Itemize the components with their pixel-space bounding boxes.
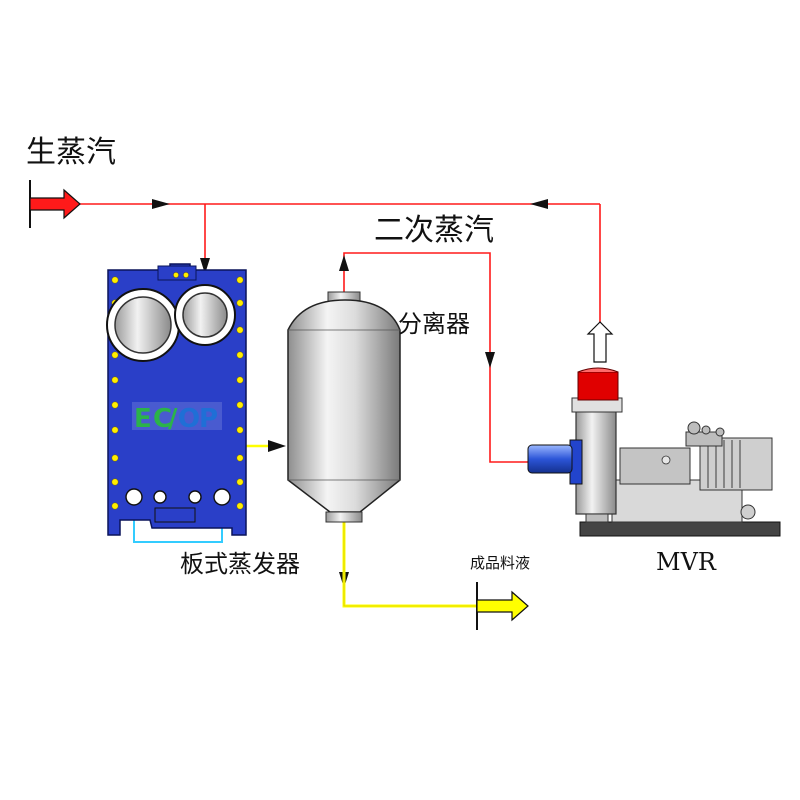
svg-text:O: O xyxy=(178,404,200,434)
plate-evaporator-label: 板式蒸发器 xyxy=(180,550,300,578)
live-steam-label: 生蒸汽 xyxy=(26,135,116,170)
separator-vessel xyxy=(287,291,401,523)
plate-evaporator: E C / O P xyxy=(106,263,247,536)
svg-text:/: / xyxy=(168,404,178,434)
mvr-compressor xyxy=(527,367,781,537)
vent-arrow-icon xyxy=(586,321,614,363)
ecop-logo: E C / O P xyxy=(132,402,222,434)
outlet-arrow-icon xyxy=(476,582,529,630)
svg-text:C: C xyxy=(153,404,172,434)
flow-direction-arrow-icon xyxy=(152,199,548,588)
evaporator-top-ports xyxy=(106,284,236,362)
evaporator-bottom-ports xyxy=(125,488,231,506)
inlet-arrow-icon xyxy=(29,180,81,228)
svg-text:P: P xyxy=(199,404,218,434)
svg-text:E: E xyxy=(134,404,152,434)
flow-direction-arrow-icon xyxy=(268,440,286,452)
mvr-label: MVR xyxy=(656,548,716,576)
secondary-steam-label: 二次蒸汽 xyxy=(374,213,494,248)
separator-label: 分离器 xyxy=(398,310,470,338)
product-liquid-label: 成品料液 xyxy=(470,554,531,572)
